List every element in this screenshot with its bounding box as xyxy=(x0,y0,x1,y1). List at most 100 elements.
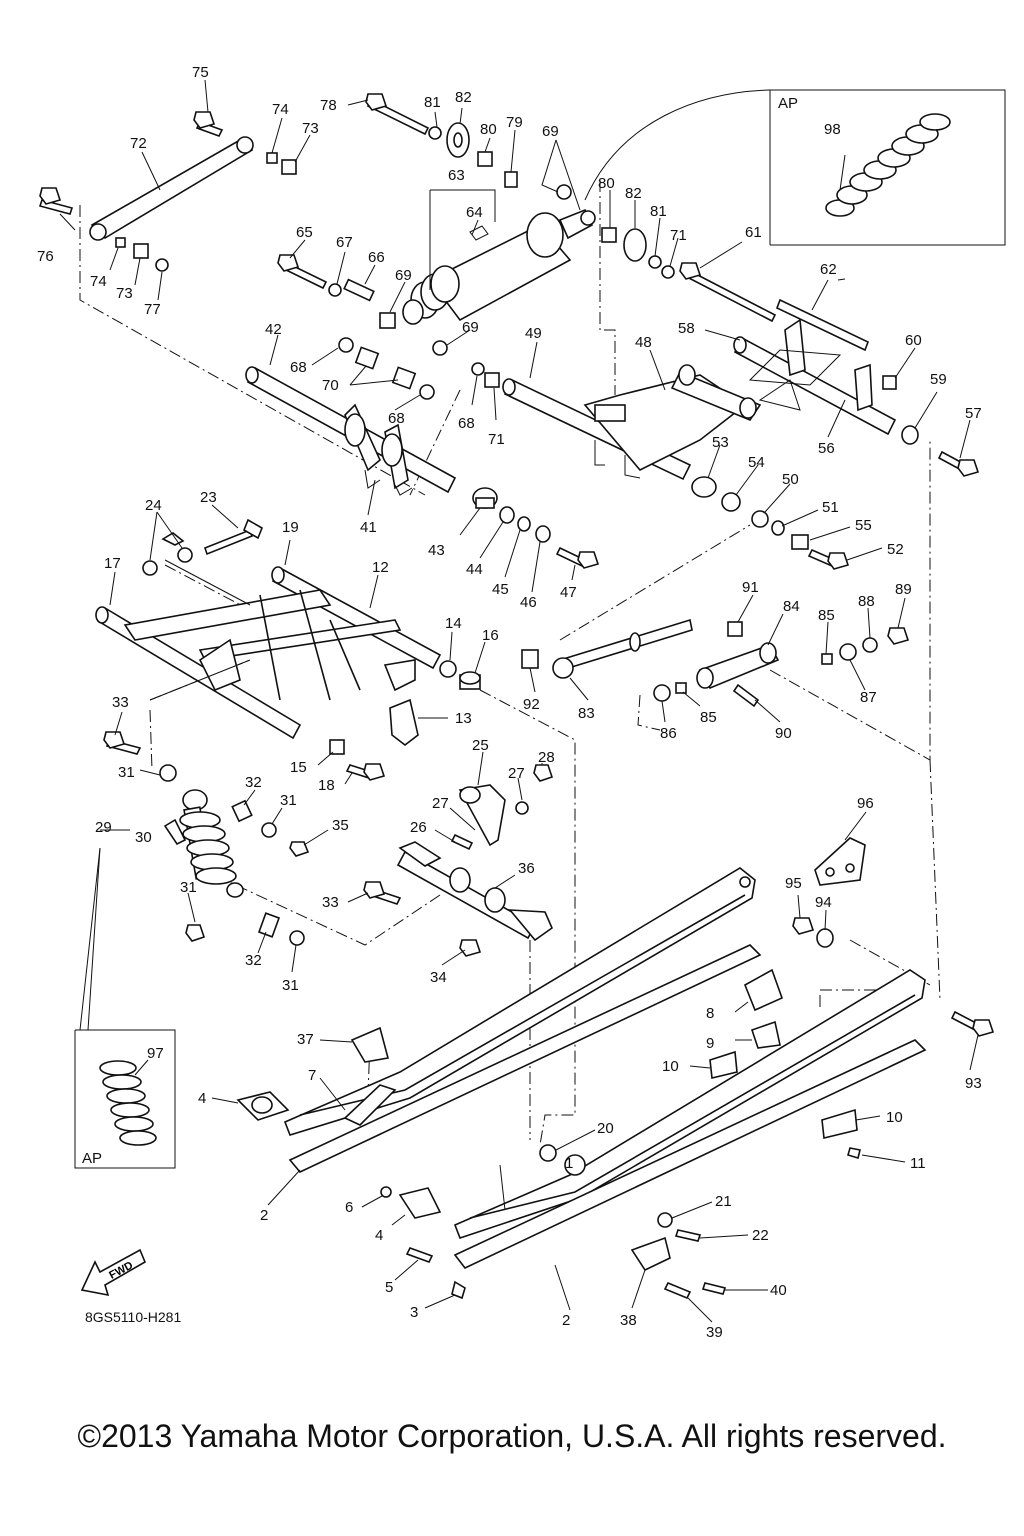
callout-33a: 33 xyxy=(112,694,129,711)
callout-47: 47 xyxy=(560,584,577,601)
link-72 xyxy=(38,111,297,272)
diagram-code: 8GS5110-H281 xyxy=(85,1309,181,1325)
callout-69c: 69 xyxy=(462,319,479,336)
callout-95: 95 xyxy=(785,875,802,892)
callout-22: 22 xyxy=(752,1227,769,1244)
bolt-61-group xyxy=(601,227,870,352)
callout-88: 88 xyxy=(858,593,875,610)
callout-6: 6 xyxy=(345,1199,353,1216)
inset-label-bottom: AP xyxy=(82,1150,102,1167)
callout-35: 35 xyxy=(332,817,349,834)
callout-76: 76 xyxy=(37,248,54,265)
callout-43: 43 xyxy=(428,542,445,559)
callout-12: 12 xyxy=(372,559,389,576)
callout-85b: 85 xyxy=(700,709,717,726)
callout-70: 70 xyxy=(322,377,339,394)
callout-32a: 32 xyxy=(245,774,262,791)
callout-75: 75 xyxy=(192,64,209,81)
spring-98 xyxy=(825,113,951,217)
callout-30: 30 xyxy=(135,829,152,846)
callout-52: 52 xyxy=(887,541,904,558)
callout-65: 65 xyxy=(296,224,313,241)
callout-60: 60 xyxy=(905,332,922,349)
callout-5: 5 xyxy=(385,1279,393,1296)
callout-58: 58 xyxy=(678,320,695,337)
callout-36: 36 xyxy=(518,860,535,877)
callout-92: 92 xyxy=(523,696,540,713)
callout-68c: 68 xyxy=(458,415,475,432)
callout-55: 55 xyxy=(855,517,872,534)
callout-45: 45 xyxy=(492,581,509,598)
callout-82a: 82 xyxy=(455,89,472,106)
callout-64: 64 xyxy=(466,204,483,221)
callout-86: 86 xyxy=(660,725,677,742)
inset-spring-bottom: AP xyxy=(74,847,176,1169)
copyright-notice: ©2013 Yamaha Motor Corporation, U.S.A. A… xyxy=(77,1418,947,1454)
callout-93: 93 xyxy=(965,1075,982,1092)
callout-31c: 31 xyxy=(180,879,197,896)
callout-91: 91 xyxy=(742,579,759,596)
bolt-65-group xyxy=(277,254,396,329)
callout-19: 19 xyxy=(282,519,299,536)
shaft-36 xyxy=(363,764,554,957)
callout-96: 96 xyxy=(857,795,874,812)
inset-spring-top: AP xyxy=(584,89,1006,246)
callout-59: 59 xyxy=(930,371,947,388)
callout-79: 79 xyxy=(506,114,523,131)
callout-37: 37 xyxy=(297,1031,314,1048)
callout-83: 83 xyxy=(578,705,595,722)
callout-94: 94 xyxy=(815,894,832,911)
callout-11: 11 xyxy=(910,1155,926,1172)
bolt-78-group xyxy=(365,93,572,200)
fwd-arrow-icon: FWD xyxy=(80,1248,147,1297)
callout-66: 66 xyxy=(368,249,385,266)
callout-63: 63 xyxy=(448,167,465,184)
callout-68a: 68 xyxy=(290,359,307,376)
callout-2a: 2 xyxy=(260,1207,268,1224)
callout-10b: 10 xyxy=(886,1109,903,1126)
callout-87: 87 xyxy=(860,689,877,706)
slide-rail-left xyxy=(236,867,762,1173)
shock-29 xyxy=(100,764,310,946)
callout-68b: 68 xyxy=(388,410,405,427)
callout-9: 9 xyxy=(706,1035,714,1052)
callout-48: 48 xyxy=(635,334,652,351)
callout-81b: 81 xyxy=(650,203,667,220)
callout-74a: 74 xyxy=(272,101,289,118)
callout-73b: 73 xyxy=(116,285,133,302)
callout-25: 25 xyxy=(472,737,489,754)
callout-27b: 27 xyxy=(432,795,449,812)
callouts: 1 2 2 3 4 4 5 6 7 8 9 10 10 11 12 13 14 … xyxy=(37,64,982,1341)
callout-1: 1 xyxy=(565,1155,573,1172)
callout-33b: 33 xyxy=(322,894,339,911)
callout-10a: 10 xyxy=(662,1058,679,1075)
callout-89: 89 xyxy=(895,581,912,598)
callout-21: 21 xyxy=(715,1193,732,1210)
callout-80b: 80 xyxy=(598,175,615,192)
callout-74b: 74 xyxy=(90,273,107,290)
callout-78: 78 xyxy=(320,97,337,114)
callout-28: 28 xyxy=(538,749,555,766)
callout-31d: 31 xyxy=(282,977,299,994)
callout-69a: 69 xyxy=(542,123,559,140)
callout-14: 14 xyxy=(445,615,462,632)
spring-97 xyxy=(99,1060,157,1146)
callout-29: 29 xyxy=(95,819,112,836)
callout-46: 46 xyxy=(520,594,537,611)
callout-27a: 27 xyxy=(508,765,525,782)
callout-67: 67 xyxy=(336,234,353,251)
callout-15: 15 xyxy=(290,759,307,776)
callout-7: 7 xyxy=(308,1067,316,1084)
callout-80a: 80 xyxy=(480,121,497,138)
callout-50: 50 xyxy=(782,471,799,488)
callout-38: 38 xyxy=(620,1312,637,1329)
callout-71b: 71 xyxy=(488,431,505,448)
callout-34: 34 xyxy=(430,969,447,986)
callout-54: 54 xyxy=(748,454,765,471)
callout-32b: 32 xyxy=(245,952,262,969)
callout-20: 20 xyxy=(597,1120,614,1137)
callout-69b: 69 xyxy=(395,267,412,284)
callout-24: 24 xyxy=(145,497,162,514)
callout-57: 57 xyxy=(965,405,982,422)
